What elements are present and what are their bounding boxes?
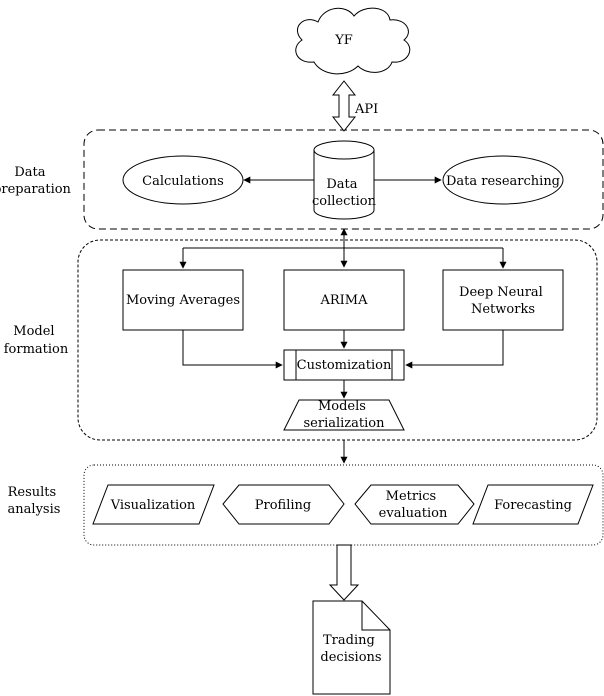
stage-label-results-analysis: Results analysis [8,485,61,517]
trading-decisions-node: Trading decisions [312,600,391,695]
svg-text:Models serialization: Models serialization [304,399,386,431]
svg-text:Calculations: Calculations [142,174,224,189]
calculations-node: Calculations [122,155,244,205]
yf-label: YF [334,33,353,48]
svg-text:Metrics evaluation: Metrics evaluation [379,489,448,521]
svg-text:ARIMA: ARIMA [319,293,368,308]
svg-text:Trading decisions: Trading decisions [320,633,381,665]
arrow-dnn-to-customization [405,330,504,369]
svg-text:Data collection: Data collection [312,177,377,209]
results-analysis-group [83,464,604,546]
svg-text:Deep Neural Networks: Deep Neural Networks [459,285,547,317]
deep-neural-networks-node: Deep Neural Networks [442,269,564,331]
data-collection-node: Data collection [312,140,377,220]
svg-text:Customization: Customization [297,358,392,373]
arrow-moving-averages-to-customization [182,330,283,369]
forecasting-node: Forecasting [472,484,594,525]
model-formation-group [77,239,598,441]
svg-text:Forecasting: Forecasting [494,498,572,513]
visualization-node: Visualization [92,484,215,525]
svg-text:Moving Averages: Moving Averages [126,293,240,308]
svg-text:Data researching: Data researching [446,174,560,189]
profiling-node: Profiling [222,484,345,525]
metrics-evaluation-node: Metrics evaluation [354,484,475,525]
stage-label-data-preparation: Data preparation [0,165,72,197]
moving-averages-node: Moving Averages [122,269,244,331]
hollow-down-arrow [328,544,360,601]
api-double-arrow [331,80,357,132]
customization-node: Customization [283,349,405,381]
models-serialization-node: Models serialization [283,399,405,431]
yf-cloud-shape [295,7,411,75]
svg-text:Profiling: Profiling [255,498,311,513]
api-label: API [354,102,378,117]
stage-label-model-formation: Model formation [4,324,69,357]
svg-text:Visualization: Visualization [110,498,196,513]
data-researching-node: Data researching [442,155,564,205]
arima-node: ARIMA [283,269,405,331]
